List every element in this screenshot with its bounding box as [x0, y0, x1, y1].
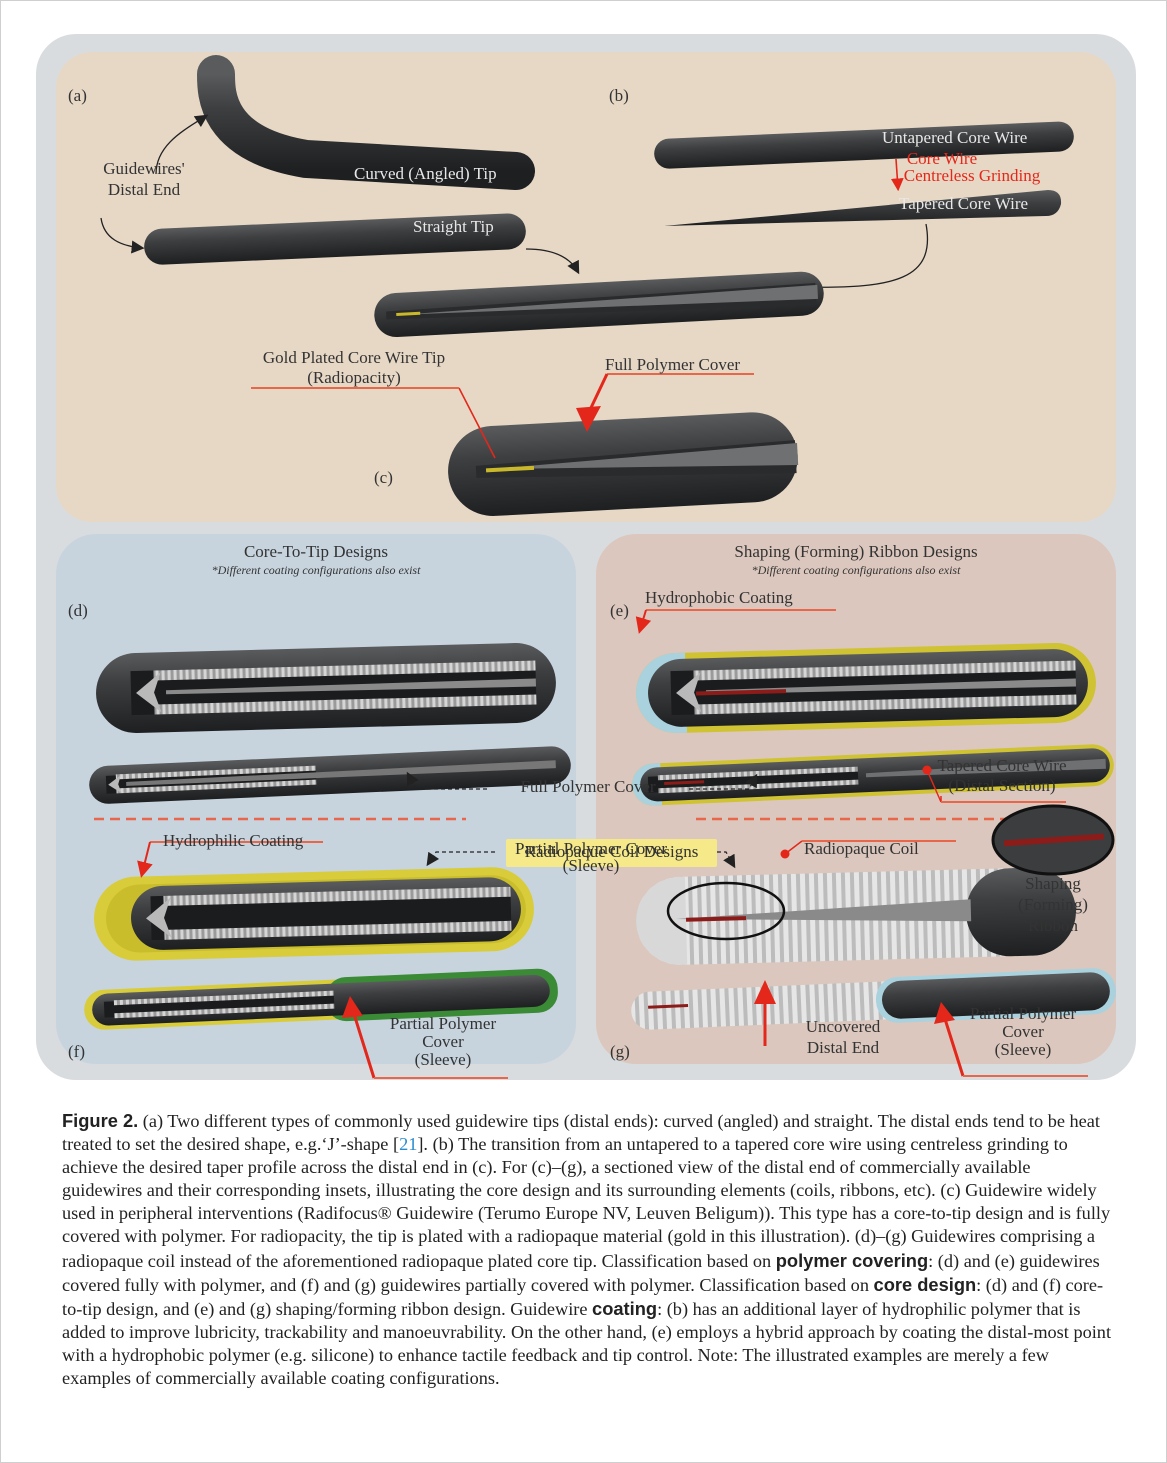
g-partial-label-2: Cover	[953, 1022, 1093, 1042]
caption-bold-3: coating	[592, 1298, 657, 1319]
left-section-note: *Different coating configurations also e…	[96, 563, 536, 578]
gold-tip-label-1: Gold Plated Core Wire Tip	[244, 348, 464, 368]
straight-tip-label: Straight Tip	[413, 217, 494, 237]
tapered-core-label-1: Tapered Core Wire	[922, 756, 1082, 776]
caption-bold-1: polymer covering	[776, 1250, 928, 1271]
panel-c-wire	[446, 410, 800, 518]
distal-end-label-2: Distal End	[94, 180, 194, 200]
uncovered-label-2: Distal End	[783, 1038, 903, 1058]
panel-e-wire-1	[635, 642, 1097, 734]
uncovered-label-1: Uncovered	[783, 1017, 903, 1037]
right-section-note: *Different coating configurations also e…	[636, 563, 1076, 578]
g-partial-label-3: (Sleeve)	[953, 1040, 1093, 1060]
full-cover-label: Full Polymer Cover	[605, 355, 740, 375]
shaping-label-2: (Forming)	[1003, 895, 1103, 915]
curved-tip-label: Curved (Angled) Tip	[354, 164, 497, 184]
partial-cover-label-2: (Sleeve)	[476, 856, 706, 876]
left-section-title: Core-To-Tip Designs	[96, 542, 536, 562]
panel-label-c: (c)	[374, 468, 393, 488]
hydrophilic-label: Hydrophilic Coating	[163, 831, 303, 851]
gold-tip-label-2: (Radiopacity)	[244, 368, 464, 388]
panel-d-wire-1	[95, 642, 557, 734]
panel-label-a: (a)	[68, 86, 87, 106]
caption-label: Figure 2.	[62, 1110, 138, 1131]
panel-label-g: (g)	[610, 1042, 630, 1062]
panel-label-f: (f)	[68, 1042, 85, 1062]
panel-label-b: (b)	[609, 86, 629, 106]
right-section-title: Shaping (Forming) Ribbon Designs	[636, 542, 1076, 562]
shaping-label-1: Shaping	[1003, 874, 1103, 894]
f-partial-label-2: Cover	[373, 1032, 513, 1052]
grinding-label-2: Centreless Grinding	[892, 166, 1052, 186]
tapered-label: Tapered Core Wire	[899, 194, 1028, 214]
radiopaque-coil-label: Radiopaque Coil	[804, 839, 919, 859]
guidewire-figure: (a) (b) (c) (d) (e) (f) (g) Guidewires' …	[36, 34, 1136, 1080]
hydrophobic-label: Hydrophobic Coating	[645, 588, 793, 608]
panel-label-e: (e)	[610, 601, 629, 621]
untapered-label: Untapered Core Wire	[882, 128, 1027, 148]
g-partial-label-1: Partial Polymer	[953, 1004, 1093, 1024]
figure-caption: Figure 2. (a) Two different types of com…	[62, 1109, 1112, 1390]
distal-end-label-1: Guidewires'	[94, 159, 194, 179]
panel-label-d: (d)	[68, 601, 88, 621]
tapered-core-label-2: (Distal Section)	[922, 776, 1082, 796]
f-partial-label-1: Partial Polymer	[373, 1014, 513, 1034]
panel-f-wire-1	[93, 866, 535, 961]
caption-ref-link[interactable]: 21	[399, 1134, 417, 1154]
caption-bold-2: core design	[874, 1274, 977, 1295]
shaping-label-3: Ribbon	[1003, 916, 1103, 936]
full-polymer-cover-label: Full Polymer Cover	[476, 777, 700, 797]
f-partial-label-3: (Sleeve)	[373, 1050, 513, 1070]
